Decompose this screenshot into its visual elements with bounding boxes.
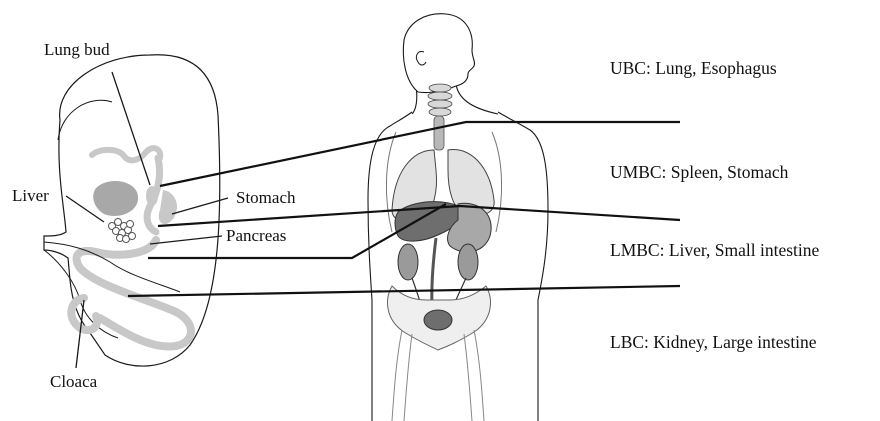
region-label-ubc: UBC: Lung, Esophagus [610, 58, 777, 78]
bladder [424, 310, 452, 330]
left-kidney [398, 244, 418, 280]
region-label-lmbc: LMBC: Liver, Small intestine [610, 240, 819, 260]
adult-head [403, 14, 474, 93]
adult-illustration [368, 14, 548, 421]
label-pancreas: Pancreas [226, 226, 286, 246]
label-lung-bud: Lung bud [44, 40, 110, 60]
trachea [434, 116, 444, 150]
region-label-lbc: LBC: Kidney, Large intestine [610, 332, 817, 352]
embryo-illustration [44, 55, 228, 368]
region-label-umbc: UMBC: Spleen, Stomach [610, 162, 788, 182]
cervical-spine [428, 84, 452, 116]
right-kidney [458, 244, 478, 280]
label-liver: Liver [12, 186, 49, 206]
label-stomach: Stomach [236, 188, 296, 208]
label-cloaca: Cloaca [50, 372, 97, 392]
lung-bud-shape [146, 186, 158, 206]
